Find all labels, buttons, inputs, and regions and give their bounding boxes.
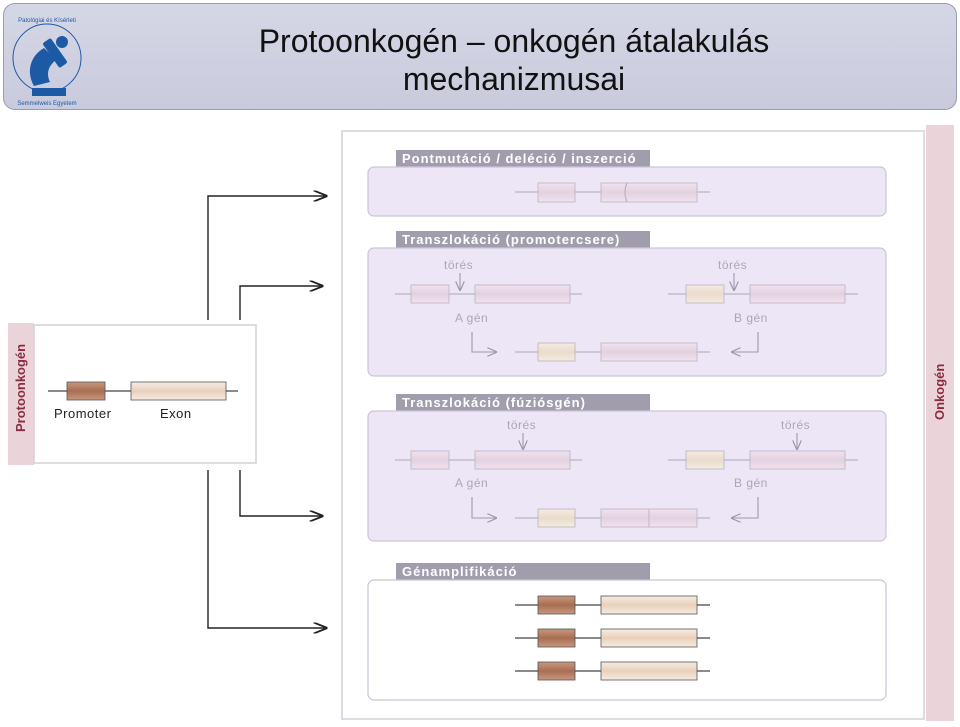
point-mutation-exon-box xyxy=(600,182,698,203)
fusion-product-promoter-box xyxy=(537,508,576,528)
protooncogene-side-label: Protoonkogén xyxy=(13,344,28,432)
fusion-gene-b-promoter-box xyxy=(685,450,725,470)
arrow-to-point-mutation xyxy=(207,196,326,320)
fusion-product-exon-a xyxy=(600,508,650,528)
amplified-exon-box xyxy=(600,595,698,615)
section-label-bg-amplification xyxy=(396,563,650,580)
slide-title-line2: mechanizmusai xyxy=(402,61,626,97)
mutation-mark xyxy=(624,182,628,203)
svg-text:Semmelweis Egyetem: Semmelweis Egyetem xyxy=(17,101,76,107)
fusion-gene-a-promoter-box xyxy=(410,450,450,470)
fusion-product-exon-b xyxy=(648,508,698,528)
section-box-translocation-promoter xyxy=(367,247,887,377)
arrow-to-translocation-fusion xyxy=(239,470,322,516)
fusion-merge-arrow-left xyxy=(471,497,496,518)
fusion-gene-a-label: A gén xyxy=(455,476,488,490)
section-box-translocation-fusion xyxy=(367,410,887,542)
exon-box xyxy=(130,381,227,401)
amplified-promoter-box xyxy=(537,595,576,615)
section-label-bg-translocation-fusion xyxy=(396,394,650,411)
gene-a-exon-box xyxy=(474,284,571,304)
break-label-right: törés xyxy=(718,258,747,272)
amplified-copy-3 xyxy=(515,661,710,681)
fusion-gene-a-exon-box xyxy=(474,450,571,470)
fusion-merge-arrow-right xyxy=(732,497,759,518)
section-label-translocation-fusion: Transzlokáció (fúziósgén) xyxy=(402,395,586,410)
gene-a-promoter-box xyxy=(410,284,450,304)
gene-b-promoter-box xyxy=(685,284,725,304)
promoter-label: Promoter xyxy=(54,406,112,421)
arrow-to-amplification xyxy=(207,470,326,628)
merge-arrow-right xyxy=(732,332,759,352)
microscope-logo-icon: Patológiai és Kísérleti Semmelweis Egyet… xyxy=(12,18,82,107)
oncogene-side-stripe xyxy=(926,125,954,721)
amplified-exon-box xyxy=(600,661,698,681)
fusion-gene-b-label: B gén xyxy=(734,476,768,490)
fused-promoter-box xyxy=(537,342,576,362)
fusion-gene-b-exon-box xyxy=(749,450,846,470)
fusion-break-label-right: törés xyxy=(781,418,810,432)
amplified-copy-2 xyxy=(515,628,710,648)
protooncogene-side-stripe xyxy=(8,323,34,465)
fusion-break-label-left: törés xyxy=(507,418,536,432)
fused-exon-box xyxy=(600,342,698,362)
amplified-promoter-box xyxy=(537,628,576,648)
amplified-copy-1 xyxy=(515,595,710,615)
break-label-left: törés xyxy=(444,258,473,272)
section-label-bg-translocation-promoter xyxy=(396,231,650,248)
title-bar: Patológiai és Kísérleti Semmelweis Egyet… xyxy=(3,3,957,110)
section-label-amplification: Génamplifikáció xyxy=(402,564,517,579)
gene-b-exon-box xyxy=(749,284,846,304)
gene-a-label: A gén xyxy=(455,311,488,325)
section-label-bg-point-mutation xyxy=(396,150,650,167)
slide-title: Protoonkogén – onkogén átalakulás mechan… xyxy=(144,22,884,98)
arrow-to-translocation-promoter xyxy=(239,286,322,320)
section-label-translocation-promoter: Transzlokáció (promotercsere) xyxy=(402,232,620,247)
section-label-point-mutation: Pontmutáció / deléció / inszerció xyxy=(402,151,637,166)
oncogene-side-label: Onkogén xyxy=(932,364,947,420)
amplified-promoter-box xyxy=(537,661,576,681)
amplified-exon-box xyxy=(600,628,698,648)
exon-label: Exon xyxy=(160,406,192,421)
point-mutation-promoter-box xyxy=(537,182,576,203)
merge-arrow-left xyxy=(471,332,496,352)
connector-arrows xyxy=(207,196,326,628)
promoter-box xyxy=(66,381,106,401)
gene-b-label: B gén xyxy=(734,311,768,325)
svg-text:Patológiai és Kísérleti: Patológiai és Kísérleti xyxy=(18,18,76,24)
slide-title-line1: Protoonkogén – onkogén átalakulás xyxy=(258,23,770,59)
